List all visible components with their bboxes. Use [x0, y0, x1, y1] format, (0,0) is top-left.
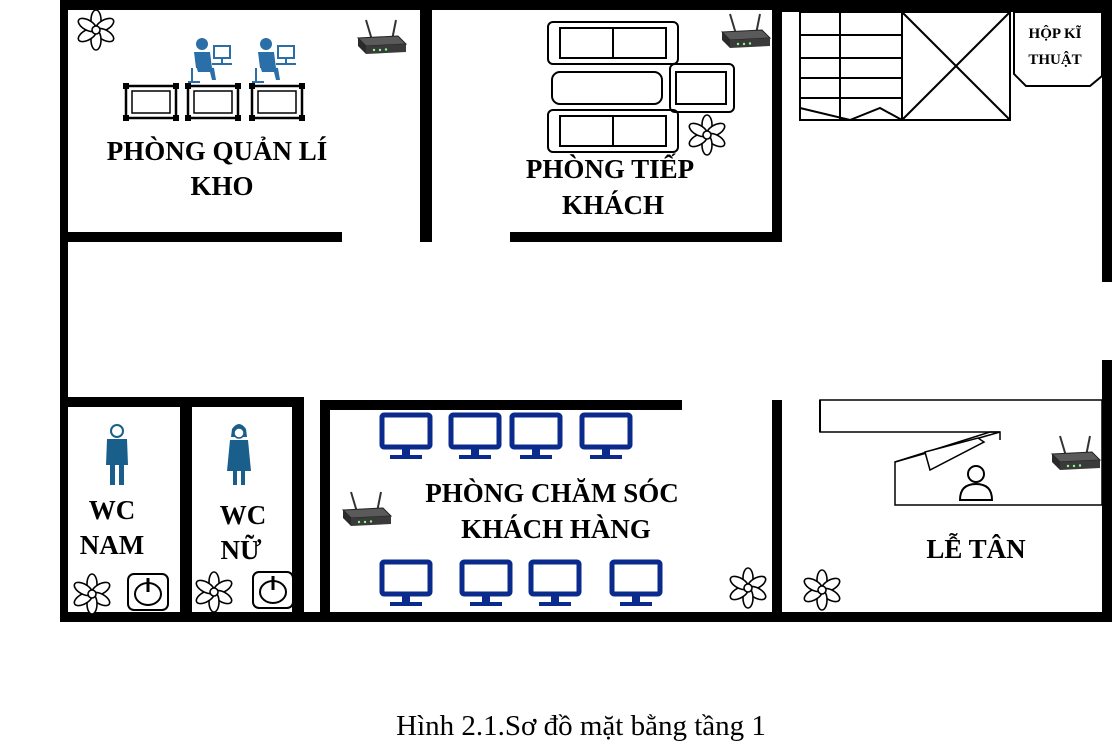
technical-box: HỘP KĨ THUẬT [1013, 11, 1103, 87]
front-desk-area: LỄ TÂN [801, 399, 1103, 611]
wc-female-room: WC NỮ [193, 423, 295, 613]
wc-female-label-1: WC [220, 500, 267, 530]
computer-monitor-icon [462, 562, 510, 606]
office-worker-icon [187, 37, 233, 83]
sofa-icon [547, 109, 679, 153]
armchair-icon [669, 63, 735, 113]
wall-left-lower [60, 400, 68, 622]
desk-icon [247, 81, 307, 123]
wall-reception-bottom [510, 232, 782, 242]
customer-care-room: PHÒNG CHĂM SÓC KHÁCH HÀNG [342, 415, 769, 609]
wc-male-room: WC NAM [71, 424, 170, 615]
flower-icon [75, 9, 117, 51]
wc-male-label-2: NAM [80, 530, 144, 560]
sink-icon [251, 570, 295, 610]
walls [60, 0, 1112, 622]
wc-female-label-2: NỮ [221, 534, 262, 565]
warehouse-management-room: PHÒNG QUẢN LÍ KHO [75, 9, 407, 201]
computer-monitor-icon [531, 562, 579, 606]
reception-room-label-1: PHÒNG TIẾP [526, 153, 694, 184]
reception-counter [819, 399, 1103, 506]
wall-bottom [60, 612, 1112, 622]
front-desk-label: LỄ TÂN [926, 533, 1026, 564]
woman-icon [226, 423, 252, 486]
customer-care-label-2: KHÁCH HÀNG [461, 514, 651, 544]
wall-wc-divider [180, 397, 192, 622]
wall-reception-right [772, 0, 782, 242]
reception-room: PHÒNG TIẾP KHÁCH [526, 13, 771, 220]
computer-monitor-icon [451, 415, 499, 459]
keyboard-icon [924, 437, 986, 472]
wall-top-right [780, 0, 1112, 12]
wall-care-left [320, 400, 330, 622]
wall-care-top [320, 400, 682, 410]
sink-icon [126, 572, 170, 612]
wall-divider-warehouse-reception [420, 0, 432, 242]
computer-monitor-icon [382, 562, 430, 606]
technical-box-label-1: HỘP KĨ [1029, 24, 1082, 42]
desk-icon [121, 81, 181, 123]
router-icon [721, 13, 771, 49]
warehouse-room-label-2: KHO [190, 171, 253, 201]
router-icon [357, 19, 407, 55]
stairs-icon [799, 11, 1011, 122]
router-icon [342, 491, 392, 527]
computer-monitor-icon [382, 415, 430, 459]
flower-icon [686, 114, 728, 156]
router-icon [1051, 435, 1101, 471]
receptionist-icon [959, 465, 993, 501]
wall-left-upper [60, 0, 68, 397]
coffee-table [551, 71, 663, 105]
flower-icon [801, 569, 843, 611]
wall-right-upper [1102, 0, 1112, 282]
desk-icon [183, 81, 243, 123]
customer-care-label-1: PHÒNG CHĂM SÓC [425, 478, 679, 508]
reception-room-label-2: KHÁCH [562, 190, 664, 220]
wc-male-label-1: WC [89, 495, 136, 525]
wall-right-lower [1102, 360, 1112, 622]
flower-icon [727, 567, 769, 609]
wall-care-right [772, 400, 782, 622]
sofa-icon [547, 21, 679, 65]
office-worker-icon [251, 37, 297, 83]
wall-wc-right [292, 397, 304, 622]
man-icon [105, 424, 129, 486]
figure-caption: Hình 2.1.Sơ đồ mặt bằng tầng 1 [396, 710, 766, 742]
warehouse-room-label-1: PHÒNG QUẢN LÍ [107, 136, 328, 166]
flower-icon [193, 571, 235, 613]
computer-monitor-icon [612, 562, 660, 606]
computer-monitor-icon [582, 415, 630, 459]
technical-box-label-2: THUẬT [1028, 51, 1081, 68]
wall-warehouse-bottom [60, 232, 342, 242]
computer-monitor-icon [512, 415, 560, 459]
flower-icon [71, 573, 113, 615]
